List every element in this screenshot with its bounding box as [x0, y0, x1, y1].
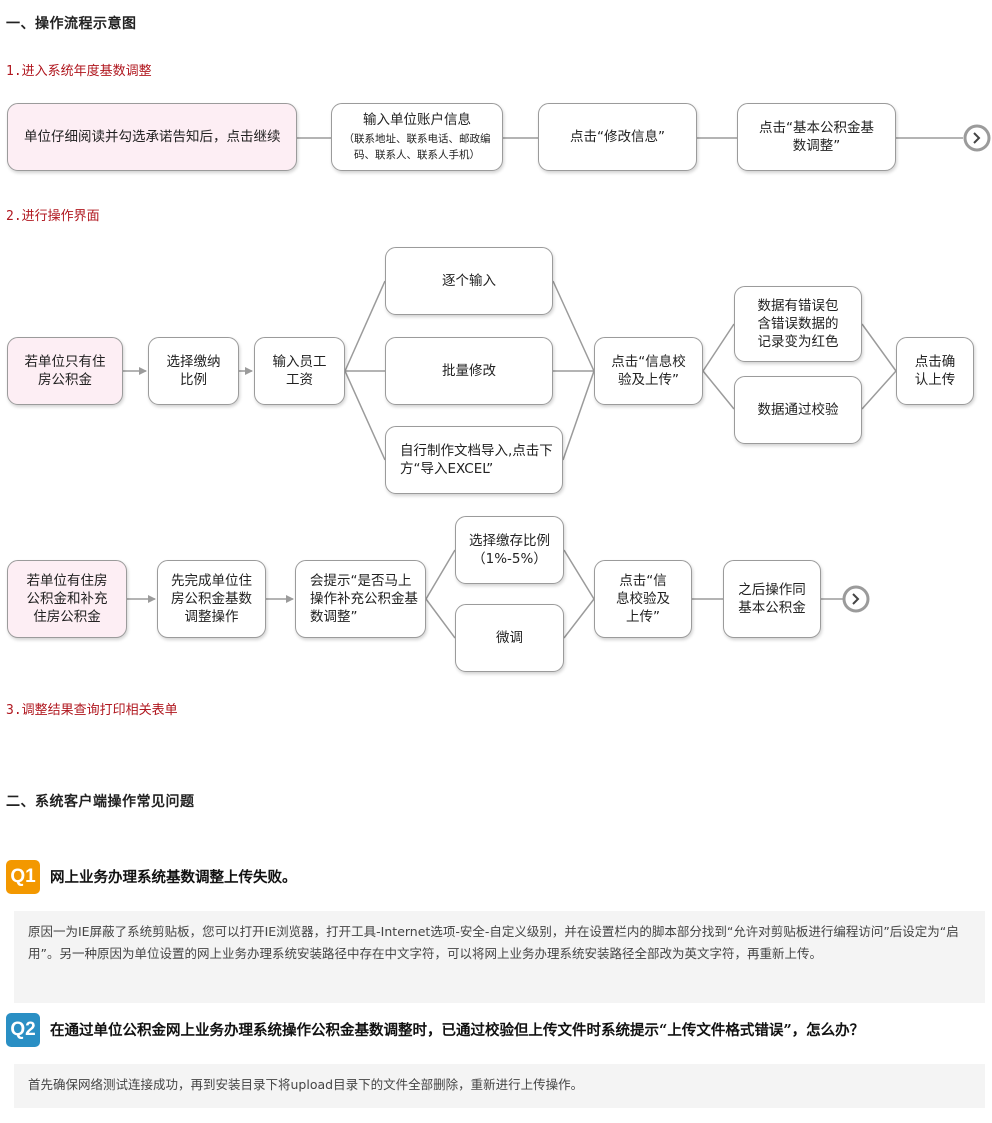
- flow-box-text: 会提示“是否马上操作补充公积金基数调整”: [310, 572, 418, 626]
- connector: [562, 370, 595, 461]
- faq-question: 在通过单位公积金网上业务办理系统操作公积金基数调整时，已通过校验但上传文件时系统…: [50, 1022, 865, 1039]
- flow-box-text: 若单位有住房公积金和补充住房公积金: [26, 572, 108, 626]
- flow-box-confirm-upload: 点击确认上传: [896, 337, 974, 405]
- flow-box-has-both: 若单位有住房公积金和补充住房公积金: [7, 560, 127, 638]
- flow-box-text: 之后操作同基本公积金: [738, 581, 806, 616]
- connector: [344, 280, 386, 372]
- flow-box-text: 数据有错误包含错误数据的记录变为红色: [757, 297, 839, 351]
- flow-box-basic-adjust: 点击“基本公积金基数调整”: [737, 103, 896, 171]
- flow-box-then-same: 之后操作同基本公积金: [723, 560, 821, 638]
- connector: [702, 323, 735, 372]
- chevron-right-icon[interactable]: [842, 585, 870, 613]
- flow-box-text: 单位仔细阅读并勾选承诺告知后，点击继续: [24, 128, 281, 145]
- faq-badge-q2: Q2: [6, 1013, 40, 1047]
- flow-box-batch-modify: 批量修改: [385, 337, 553, 405]
- flow-box-text: 先完成单位住房公积金基数调整操作: [171, 572, 252, 626]
- connector: [425, 549, 456, 600]
- flow-box-account-info: 输入单位账户信息 （联系地址、联系电话、邮政编码、联系人、联系人手机）: [331, 103, 503, 171]
- flow-box-one-by-one: 逐个输入: [385, 247, 553, 315]
- flow-box-text: 点击“修改信息”: [570, 128, 665, 145]
- flow-box-text: 自行制作文档导入,点击下方“导入EXCEL”: [400, 442, 553, 477]
- flow-box-text: 选择缴纳比例: [166, 353, 221, 388]
- connector: [344, 370, 386, 461]
- flow-box-read-commitment: 单位仔细阅读并勾选承诺告知后，点击继续: [7, 103, 297, 171]
- flow-box-choose-ratio: 选择缴纳比例: [148, 337, 239, 405]
- faq-badge-q1: Q1: [6, 860, 40, 894]
- flow-box-text: 点击“信息校验及上传”: [616, 572, 670, 626]
- connector: [861, 370, 897, 410]
- flow-box-finish-basic: 先完成单位住房公积金基数调整操作: [157, 560, 266, 638]
- step-heading-2: 2.进行操作界面: [6, 209, 100, 224]
- faq-answer: 原因一为IE屏蔽了系统剪贴板，您可以打开IE浏览器，打开工具-Internet选…: [14, 911, 985, 1003]
- flow-box-error-data: 数据有错误包含错误数据的记录变为红色: [734, 286, 862, 362]
- connector: [425, 598, 456, 639]
- section-title-flowchart: 一、操作流程示意图: [6, 16, 137, 32]
- step-heading-3: 3.调整结果查询打印相关表单: [6, 703, 178, 718]
- flow-box-verify-upload: 点击“信息校验及上传”: [594, 337, 703, 405]
- flow-box-choose-deposit-ratio: 选择缴存比例（1%-5%）: [455, 516, 564, 584]
- section-title-faq: 二、系统客户端操作常见问题: [6, 794, 195, 810]
- flow-box-text: 输入单位账户信息: [363, 111, 471, 128]
- faq-answer: 首先确保网络测试连接成功，再到安装目录下将upload目录下的文件全部删除，重新…: [14, 1064, 985, 1108]
- chevron-right-icon[interactable]: [963, 124, 991, 152]
- flow-box-input-salary: 输入员工工资: [254, 337, 345, 405]
- connector: [563, 549, 595, 600]
- connector: [702, 370, 735, 410]
- faq-question: 网上业务办理系统基数调整上传失败。: [50, 869, 297, 886]
- flow-box-text: 批量修改: [442, 362, 496, 379]
- flow-box-text: 点击确认上传: [914, 353, 956, 388]
- flow-box-modify-info: 点击“修改信息”: [538, 103, 697, 171]
- connector: [552, 280, 595, 372]
- flow-box-import-excel: 自行制作文档导入,点击下方“导入EXCEL”: [385, 426, 563, 494]
- flow-box-text: 点击“信息校验及上传”: [611, 353, 686, 388]
- flow-box-text: 逐个输入: [442, 272, 496, 289]
- flow-box-text: 若单位只有住房公积金: [24, 353, 106, 388]
- flow-box-verify-upload-2: 点击“信息校验及上传”: [594, 560, 692, 638]
- flow-box-text: 数据通过校验: [757, 401, 839, 418]
- flow-box-pass-check: 数据通过校验: [734, 376, 862, 444]
- flow-box-text: 选择缴存比例（1%-5%）: [469, 532, 550, 567]
- flow-box-text: 微调: [496, 629, 523, 646]
- connector: [563, 598, 595, 639]
- flow-box-fine-tune: 微调: [455, 604, 564, 672]
- flow-box-detail: （联系地址、联系电话、邮政编码、联系人、联系人手机）: [343, 132, 491, 161]
- flow-box-text: 点击“基本公积金基数调整”: [759, 119, 874, 154]
- flow-box-only-housing: 若单位只有住房公积金: [7, 337, 123, 405]
- connector: [861, 323, 897, 372]
- step-heading-1: 1.进入系统年度基数调整: [6, 64, 152, 79]
- flow-box-text: 输入员工工资: [272, 353, 327, 388]
- flow-box-prompt: 会提示“是否马上操作补充公积金基数调整”: [295, 560, 426, 638]
